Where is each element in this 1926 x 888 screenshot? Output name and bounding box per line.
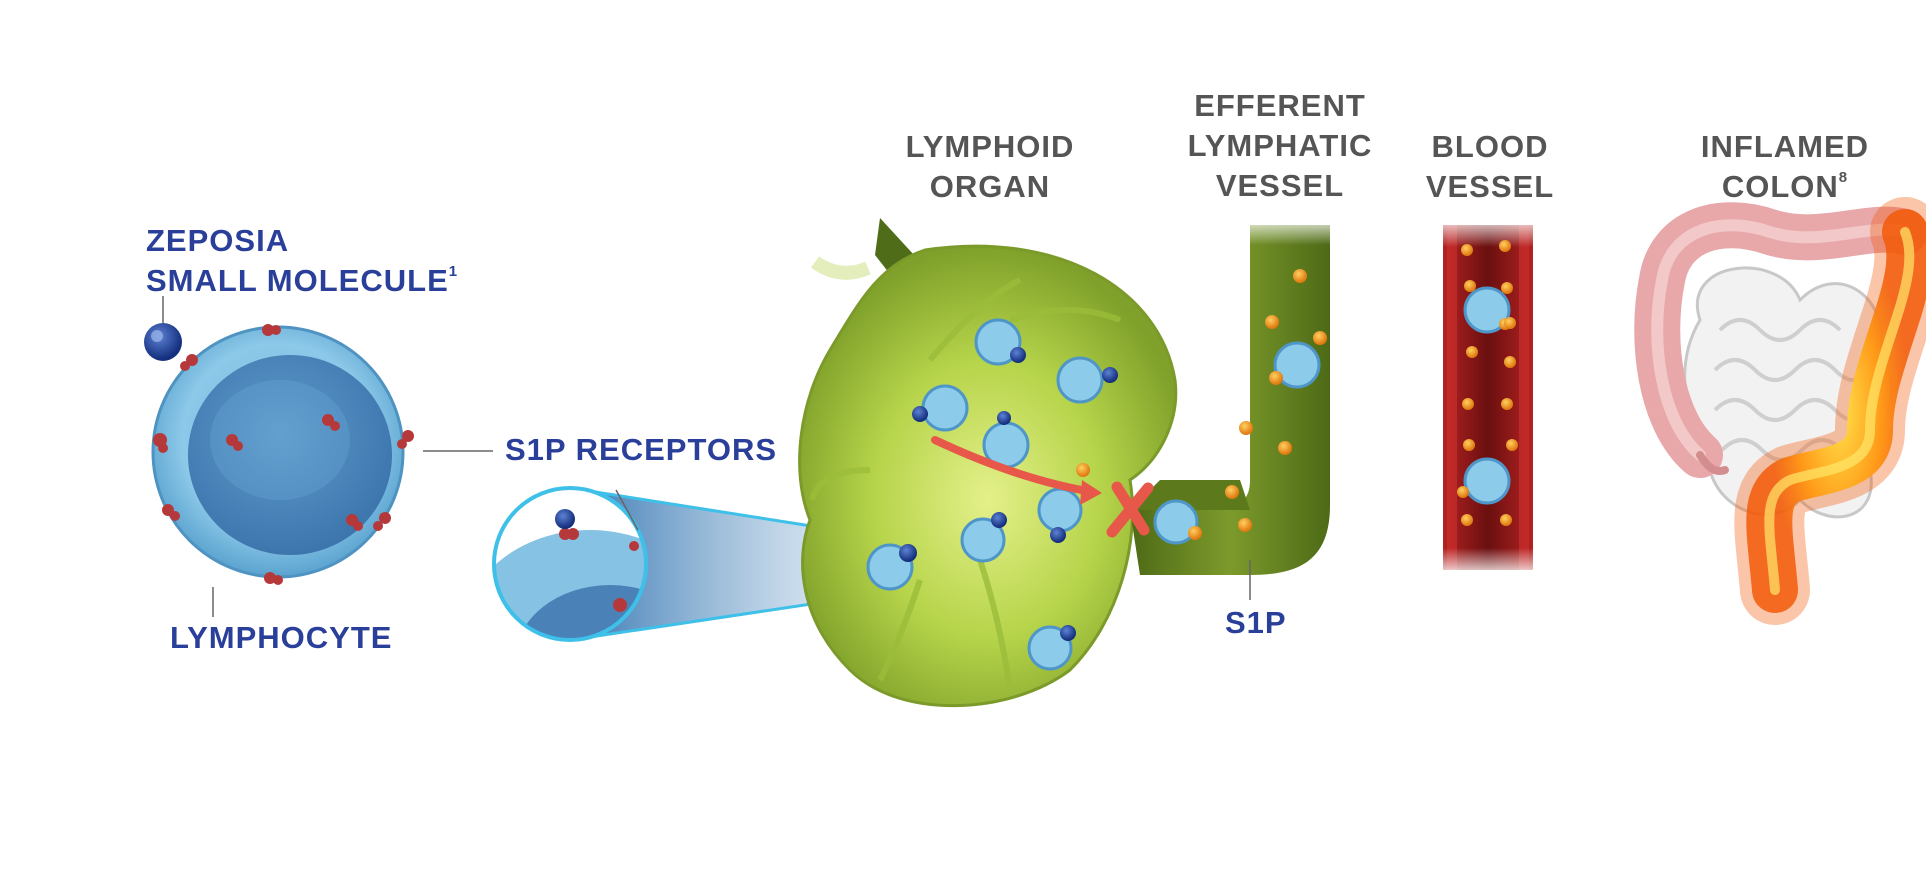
inflamed-colon-label: INFLAMED COLON8: [1670, 127, 1900, 207]
zeposia-label-line2-text: SMALL MOLECULE: [146, 263, 449, 298]
lymphocyte-cell: [151, 324, 414, 585]
inflamed-colon-line2: COLON8: [1670, 167, 1900, 207]
receptor-zoom-inset: [492, 486, 648, 642]
block-x-mark: [1106, 481, 1154, 538]
blocked-egress-arrow: [931, 436, 1102, 505]
blood-vessel: [1435, 215, 1541, 578]
receptors: [153, 324, 414, 585]
lymphoid-organ-label: LYMPHOID ORGAN: [880, 127, 1100, 207]
blood-vessel-line2: VESSEL: [1425, 169, 1555, 204]
s1p-label: S1P: [1225, 605, 1287, 640]
zeposia-molecule: [144, 323, 182, 361]
zeposia-label-line2: SMALL MOLECULE1: [146, 261, 458, 301]
lymphocyte-label: LYMPHOCYTE: [170, 620, 393, 655]
efferent-vessel-line2: LYMPHATIC: [1187, 128, 1373, 163]
inflamed-colon: [1634, 197, 1926, 625]
inflamed-colon-line1: INFLAMED: [1700, 129, 1870, 164]
lymphocytes-in-circulation: [866, 286, 1511, 671]
s1p-receptors-label: S1P RECEPTORS: [505, 432, 778, 467]
efferent-lymphatic-vessel: [1130, 215, 1340, 575]
zeposia-label: ZEPOSIA SMALL MOLECULE1: [146, 221, 458, 301]
inflamed-colon-line2-text: COLON: [1721, 169, 1839, 204]
efferent-vessel-line3: VESSEL: [1215, 168, 1345, 203]
inflamed-colon-ref: 8: [1838, 169, 1849, 186]
lymphoid-organ-line2: ORGAN: [929, 169, 1051, 204]
blood-vessel-label: BLOOD VESSEL: [1400, 127, 1580, 207]
blood-vessel-line1: BLOOD: [1431, 129, 1549, 164]
efferent-vessel-line1: EFFERENT: [1194, 88, 1366, 123]
zeposia-label-line1: ZEPOSIA: [146, 223, 290, 258]
s1p-molecules: [1076, 240, 1518, 540]
efferent-vessel-label: EFFERENT LYMPHATIC VESSEL: [1170, 86, 1390, 206]
zeposia-ref: 1: [448, 263, 459, 280]
lymphoid-organ-line1: LYMPHOID: [905, 129, 1075, 164]
